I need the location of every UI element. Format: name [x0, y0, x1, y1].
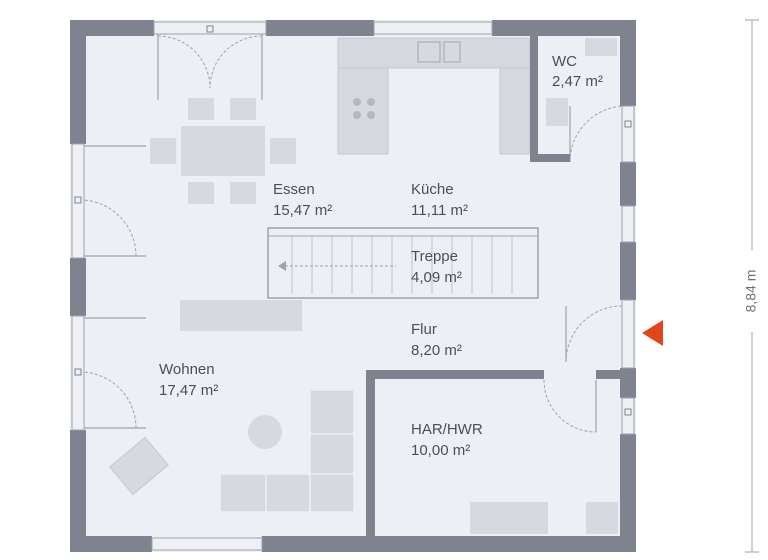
room-name-essen: Essen	[273, 181, 315, 198]
door-leaves	[76, 28, 597, 432]
room-name-wohnen: Wohnen	[159, 361, 215, 378]
room-area-wohnen: 17,47 m²	[159, 382, 218, 399]
sofa	[219, 389, 355, 513]
room-area-kueche: 11,11 m²	[411, 202, 468, 219]
entrance-arrow-icon	[642, 320, 663, 346]
room-area-essen: 15,47 m²	[273, 202, 332, 219]
room-area-treppe: 4,09 m²	[411, 269, 462, 286]
staircase	[267, 227, 539, 299]
room-name-har: HAR/HWR	[411, 421, 483, 438]
sideboard	[180, 300, 302, 331]
utility-furniture	[470, 502, 618, 534]
walls	[70, 20, 636, 552]
windows	[71, 21, 635, 551]
room-area-flur: 8,20 m²	[411, 342, 462, 359]
door-swings	[79, 35, 627, 433]
room-area-wc: 2,47 m²	[552, 73, 603, 90]
wc-fixtures	[546, 38, 617, 126]
room-name-kueche: Küche	[411, 181, 454, 198]
kitchen-counter	[337, 37, 531, 155]
window-handles	[74, 25, 632, 416]
armchair	[109, 436, 169, 496]
room-name-flur: Flur	[411, 321, 437, 338]
room-name-treppe: Treppe	[411, 248, 458, 265]
coffee-table	[248, 415, 282, 449]
room-area-har: 10,00 m²	[411, 442, 470, 459]
stair-direction-icon	[278, 261, 286, 271]
room-name-wc: WC	[552, 53, 577, 70]
kitchen-sink	[417, 41, 461, 63]
dimension-label: 8,84 m	[743, 270, 759, 313]
cooktop	[353, 98, 375, 119]
dining-table-set	[150, 98, 296, 204]
